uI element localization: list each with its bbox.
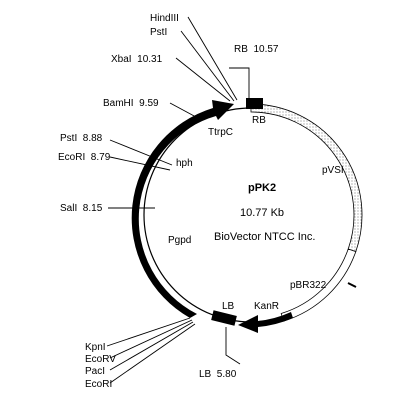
kpni-leader — [106, 317, 191, 347]
rb-site-label: RB 10.57 — [234, 44, 279, 55]
ecori-site-label: EcoRI 8.79 — [58, 152, 111, 163]
bamhi-site-label: BamHI 9.59 — [103, 98, 159, 109]
pbr322-label: pBR322 — [290, 280, 327, 291]
xbai-site-label: XbaI 10.31 — [111, 54, 163, 65]
pvsi-label: pVSI — [322, 165, 344, 176]
plasmid-name: pPK2 — [248, 182, 276, 194]
lb-box — [211, 310, 237, 326]
ecori-bottom-site-label: EcoRI — [85, 379, 112, 390]
rb-site-leader — [229, 67, 250, 99]
trpc-label: TtrpC — [208, 127, 233, 138]
psti-top-site-label: PstI — [150, 27, 167, 38]
plasmid-credit: BioVector NTCC Inc. — [214, 231, 315, 243]
lb-site-leader — [225, 327, 241, 365]
pgpd-label: Pgpd — [168, 235, 191, 246]
lb-site-label: LB 5.80 — [199, 369, 237, 380]
hindiii-leader — [187, 16, 238, 101]
ecori-bottom-leader — [109, 323, 196, 384]
paci-leader — [109, 321, 194, 371]
ecori-leader — [109, 156, 171, 171]
kanr-label: KanR — [254, 301, 279, 312]
kanr-arrow — [238, 312, 293, 333]
psti-site-label: PstI 8.88 — [60, 133, 103, 144]
kpni-site-label: KpnI — [85, 342, 106, 353]
xbai-leader — [175, 57, 231, 102]
hindiii-site-label: HindIII — [150, 13, 179, 24]
plasmid-size: 10.77 Kb — [240, 207, 284, 219]
ecorv-site-label: EcoRV — [85, 354, 116, 365]
pvsi-region — [250, 103, 363, 253]
rb-box — [246, 98, 263, 109]
psti-top-leader — [180, 30, 235, 102]
ecorv-leader — [109, 319, 193, 359]
psti-leader — [109, 139, 173, 166]
hph-label: hph — [176, 158, 193, 169]
pvsi-pbr322-junction — [347, 282, 357, 288]
sali-site-label: SalI 8.15 — [60, 203, 103, 214]
rb-feature-label: RB — [252, 115, 266, 126]
hph-cassette-arrow — [131, 100, 234, 318]
lb-feature-label: LB — [222, 301, 235, 312]
bamhi-leader — [169, 102, 197, 118]
paci-site-label: PacI — [85, 366, 105, 377]
